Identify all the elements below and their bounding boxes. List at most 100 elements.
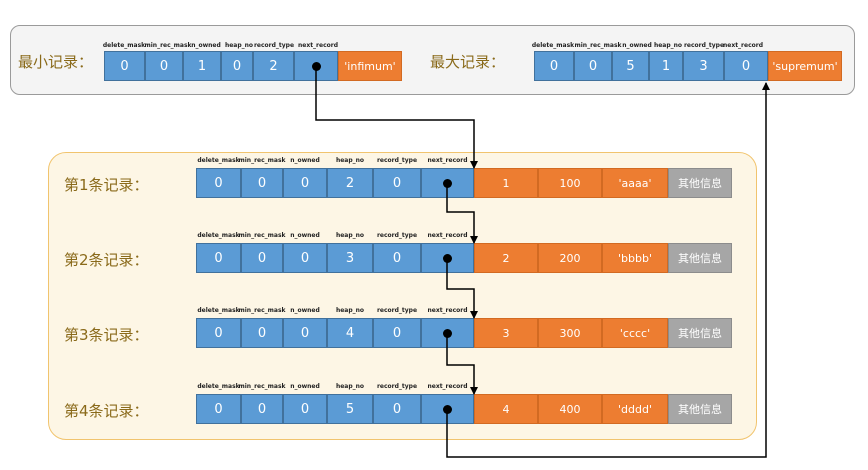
min-data-cell: 'infimum' — [338, 51, 402, 81]
record-3-num-cell: 300 — [538, 318, 602, 348]
max-heap-no-cell: 1 — [649, 51, 683, 81]
min-header-delete-mask: delete_mask — [102, 42, 146, 49]
record-4-str-cell: 'dddd' — [602, 394, 668, 424]
record-1-heap-no-cell: 2 — [327, 168, 373, 198]
max-data-cell: 'supremum' — [768, 51, 842, 81]
min-record-label: 最小记录： — [18, 53, 94, 71]
record-2-header-heap-no: heap_no — [335, 232, 365, 239]
record-1-str-cell: 'aaaa' — [602, 168, 668, 198]
record-2-header-next-record: next_record — [427, 232, 468, 239]
record-2-str-cell: 'bbbb' — [602, 243, 668, 273]
record-1-record-type-cell: 0 — [373, 168, 421, 198]
link-record-1-to-record-2 — [446, 183, 478, 244]
record-1-header-record-type: record_type — [376, 157, 418, 164]
min-record-type-cell: 2 — [253, 51, 294, 81]
min-header-heap-no: heap_no — [224, 42, 254, 49]
max-header-heap-no: heap_no — [653, 42, 683, 49]
record-4-delete-mask-cell: 0 — [196, 394, 241, 424]
max-next-record-cell: 0 — [724, 51, 768, 81]
record-3-id-cell: 3 — [474, 318, 538, 348]
record-1-min-rec-mask-cell: 0 — [241, 168, 283, 198]
record-3-other-info-cell: 其他信息 — [668, 318, 732, 348]
max-header-delete-mask: delete_mask — [531, 42, 575, 49]
record-4-label: 第4条记录： — [64, 402, 149, 420]
max-header-next-record: next_record — [722, 42, 764, 49]
record-3-str-cell: 'cccc' — [602, 318, 668, 348]
max-header-record-type: record_type — [683, 42, 725, 49]
record-4-record-type-cell: 0 — [373, 394, 421, 424]
record-4-next-pointer-dot — [443, 404, 452, 414]
record-2-num-cell: 200 — [538, 243, 602, 273]
record-1-label: 第1条记录： — [64, 176, 149, 194]
max-n-owned-cell: 5 — [612, 51, 649, 81]
record-2-header-n-owned: n_owned — [290, 232, 320, 239]
record-4-num-cell: 400 — [538, 394, 602, 424]
record-3-header-delete-mask: delete_mask — [197, 307, 240, 314]
record-4-header-record-type: record_type — [376, 383, 418, 390]
record-2-header-min-rec-mask: min_rec_mask — [238, 232, 286, 239]
record-3-header-min-rec-mask: min_rec_mask — [238, 307, 286, 314]
record-3-header-next-record: next_record — [427, 307, 468, 314]
record-1-num-cell: 100 — [538, 168, 602, 198]
max-header-n-owned: n_owned — [622, 42, 652, 49]
max-record-label: 最大记录： — [430, 53, 506, 71]
record-4-n-owned-cell: 0 — [283, 394, 327, 424]
min-header-min-rec-mask: min_rec_mask — [144, 42, 192, 49]
record-3-record-type-cell: 0 — [373, 318, 421, 348]
record-3-header-n-owned: n_owned — [290, 307, 320, 314]
record-2-min-rec-mask-cell: 0 — [241, 243, 283, 273]
link-record-2-to-record-3 — [446, 258, 478, 319]
record-2-header-delete-mask: delete_mask — [197, 232, 240, 239]
min-n-owned-cell: 1 — [183, 51, 221, 81]
record-3-delete-mask-cell: 0 — [196, 318, 241, 348]
max-header-min-rec-mask: min_rec_mask — [574, 42, 622, 49]
record-4-other-info-cell: 其他信息 — [668, 394, 732, 424]
record-4-header-min-rec-mask: min_rec_mask — [238, 383, 286, 390]
max-min-rec-mask-cell: 0 — [574, 51, 612, 81]
record-2-id-cell: 2 — [474, 243, 538, 273]
max-record-type-cell: 3 — [683, 51, 724, 81]
min-min-rec-mask-cell: 0 — [145, 51, 183, 81]
record-3-heap-no-cell: 4 — [327, 318, 373, 348]
record-1-other-info-cell: 其他信息 — [668, 168, 732, 198]
record-1-header-delete-mask: delete_mask — [197, 157, 240, 164]
record-1-n-owned-cell: 0 — [283, 168, 327, 198]
min-header-record-type: record_type — [253, 42, 295, 49]
record-3-n-owned-cell: 0 — [283, 318, 327, 348]
link-record-4-to-max — [446, 82, 770, 458]
record-1-header-min-rec-mask: min_rec_mask — [238, 157, 286, 164]
record-3-header-record-type: record_type — [376, 307, 418, 314]
record-4-header-heap-no: heap_no — [335, 383, 365, 390]
record-2-heap-no-cell: 3 — [327, 243, 373, 273]
record-4-min-rec-mask-cell: 0 — [241, 394, 283, 424]
record-2-other-info-cell: 其他信息 — [668, 243, 732, 273]
record-2-delete-mask-cell: 0 — [196, 243, 241, 273]
record-3-next-pointer-dot — [443, 328, 452, 338]
record-3-header-heap-no: heap_no — [335, 307, 365, 314]
record-2-record-type-cell: 0 — [373, 243, 421, 273]
min-heap-no-cell: 0 — [221, 51, 253, 81]
record-1-delete-mask-cell: 0 — [196, 168, 241, 198]
min-delete-mask-cell: 0 — [104, 51, 145, 81]
record-2-n-owned-cell: 0 — [283, 243, 327, 273]
record-1-header-heap-no: heap_no — [335, 157, 365, 164]
min-header-next-record: next_record — [297, 42, 339, 49]
record-4-header-delete-mask: delete_mask — [197, 383, 240, 390]
record-1-header-next-record: next_record — [427, 157, 468, 164]
user-records-panel — [48, 152, 757, 440]
link-min-to-record-1 — [315, 66, 478, 169]
record-4-id-cell: 4 — [474, 394, 538, 424]
record-3-min-rec-mask-cell: 0 — [241, 318, 283, 348]
min-header-n-owned: n_owned — [191, 42, 221, 49]
record-2-header-record-type: record_type — [376, 232, 418, 239]
record-4-header-next-record: next_record — [427, 383, 468, 390]
record-4-header-n-owned: n_owned — [290, 383, 320, 390]
link-record-3-to-record-4 — [446, 334, 478, 395]
record-4-heap-no-cell: 5 — [327, 394, 373, 424]
record-1-id-cell: 1 — [474, 168, 538, 198]
record-3-label: 第3条记录： — [64, 326, 149, 344]
max-delete-mask-cell: 0 — [534, 51, 574, 81]
record-1-header-n-owned: n_owned — [290, 157, 320, 164]
record-2-label: 第2条记录： — [64, 251, 149, 269]
